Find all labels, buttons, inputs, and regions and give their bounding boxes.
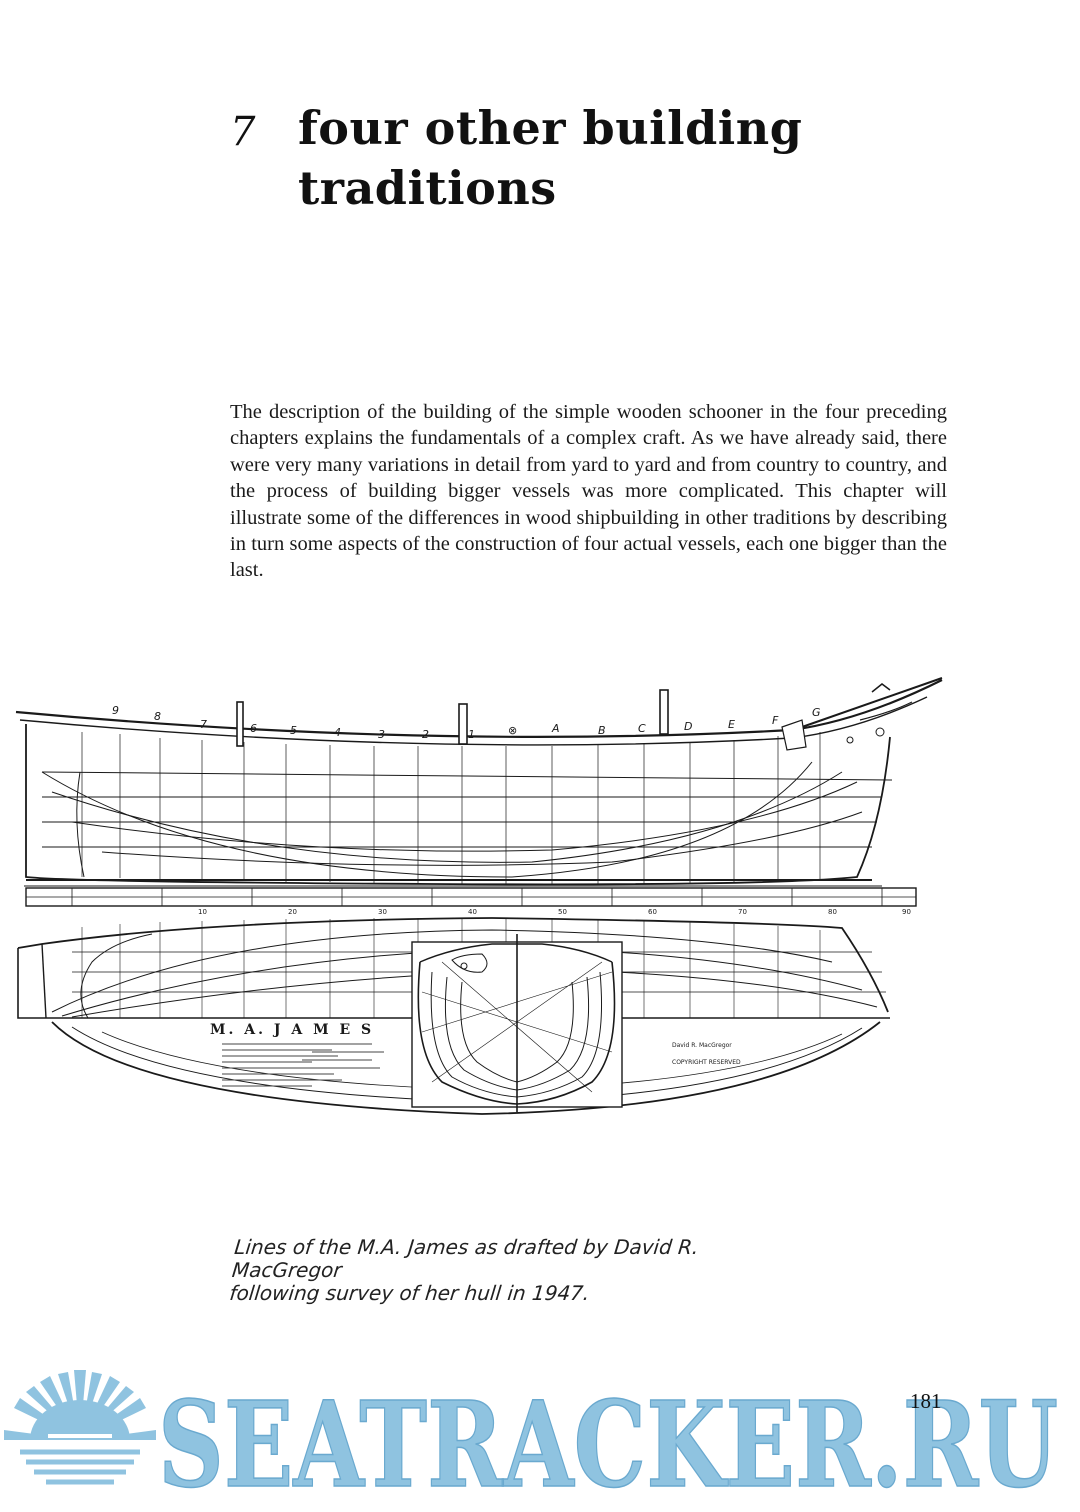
station-label: B <box>598 724 606 737</box>
station-label: 1 <box>468 728 475 741</box>
station-label: 7 <box>200 718 207 731</box>
figure-caption: Lines of the M.A. James as drafted by Da… <box>228 1235 755 1305</box>
scale-numbers: 10 20 30 40 50 60 70 80 90 <box>198 908 911 916</box>
drafter-note: David R. MacGregor <box>672 1042 732 1049</box>
scale-number: 60 <box>648 908 657 916</box>
station-label: ⊗ <box>508 724 517 737</box>
body-paragraph: The description of the building of the s… <box>230 401 947 582</box>
scale-number: 30 <box>378 908 387 916</box>
ship-lines-drawing: 9 8 7 6 5 4 3 2 1 ⊗ A B C D E F G 10 20 … <box>15 677 943 1115</box>
station-labels: 9 8 7 6 5 4 3 2 1 ⊗ A B C D E F G <box>112 704 821 741</box>
watermark-text: SEATRACKER.RU <box>158 1375 1058 1512</box>
station-label: 3 <box>378 728 385 741</box>
scale-number: 20 <box>288 908 297 916</box>
particulars-note <box>222 1043 384 1087</box>
station-label: C <box>638 722 646 735</box>
scale-number: 70 <box>738 908 747 916</box>
station-label: E <box>728 718 735 731</box>
scale-number: 80 <box>828 908 837 916</box>
station-label: 6 <box>250 722 257 735</box>
vessel-name: M. A. J A M E S <box>210 1022 374 1038</box>
chapter-number: 7 <box>230 109 256 155</box>
body-plan <box>411 934 623 1112</box>
station-label: G <box>812 706 821 719</box>
station-label: F <box>772 714 779 727</box>
watermark: SEATRACKER.RU <box>4 1370 1059 1512</box>
page-number: 181 <box>910 1389 942 1413</box>
station-label: 9 <box>112 704 119 717</box>
scale-number: 90 <box>902 908 911 916</box>
caption-line-2: following survey of her hull in 1947. <box>228 1281 591 1305</box>
scale-number: 10 <box>198 908 207 916</box>
scale-number: 40 <box>468 908 477 916</box>
station-label: 2 <box>422 728 429 741</box>
station-label: 4 <box>334 726 341 739</box>
scale-bar <box>25 887 917 907</box>
station-label: D <box>684 720 692 733</box>
scale-number: 50 <box>558 908 567 916</box>
station-label: 5 <box>290 724 297 737</box>
sun-logo-icon <box>4 1370 156 1485</box>
sheer-plan <box>15 677 943 887</box>
chapter-title: four other building traditions <box>298 101 803 215</box>
station-label: 8 <box>154 710 161 723</box>
station-label: A <box>551 722 560 735</box>
copyright-note: COPYRIGHT RESERVED <box>672 1059 741 1066</box>
caption-line-1: Lines of the M.A. James as drafted by Da… <box>230 1235 700 1282</box>
